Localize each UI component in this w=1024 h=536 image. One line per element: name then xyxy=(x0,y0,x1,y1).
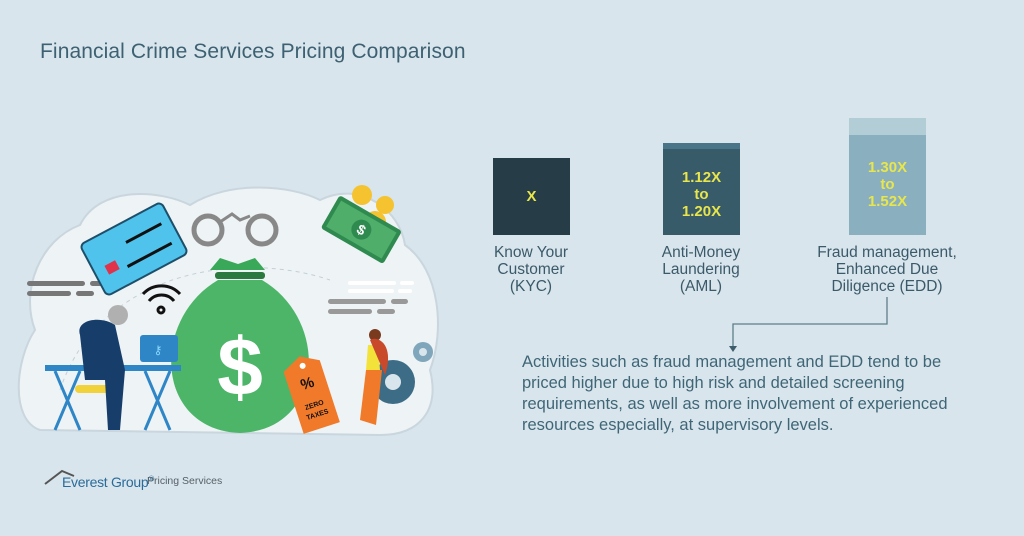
bar-value-label: 1.30X to 1.52X xyxy=(867,159,908,210)
bar-value-label: 1.12X to 1.20X xyxy=(681,169,722,220)
bar-edd: 1.30X to 1.52X xyxy=(849,118,926,235)
stressed-woman-icon xyxy=(360,329,433,425)
svg-text:⚷: ⚷ xyxy=(154,343,163,357)
category-label-kyc: Know Your Customer (KYC) xyxy=(493,244,569,295)
cash-icon: $ xyxy=(321,185,401,263)
wifi-icon xyxy=(141,284,182,315)
bar-value-label: X xyxy=(526,188,537,205)
zero-taxes-tag-icon: % ZERO TAXES xyxy=(283,356,340,434)
service-name: Pricing Services xyxy=(147,475,223,487)
brand-name: Everest Group® xyxy=(62,474,154,490)
category-label-edd: Fraud management, Enhanced Due Diligence… xyxy=(817,244,957,295)
bar-aml: 1.12X to 1.20X xyxy=(663,143,740,235)
bar-kyc: X xyxy=(493,158,570,235)
right-lines-decoration xyxy=(328,281,414,314)
person-at-laptop-icon: ⚷ xyxy=(45,305,181,431)
financial-crime-illustration: $ $ % ZERO TAXES ⚷ xyxy=(17,185,439,437)
everest-group-logo: Everest Group® Pricing Services xyxy=(44,466,284,496)
bar-cap xyxy=(849,118,926,135)
svg-text:$: $ xyxy=(217,322,263,413)
money-bag-icon: $ xyxy=(171,258,309,433)
svg-text:%: % xyxy=(298,374,316,394)
left-lines-decoration xyxy=(27,281,106,296)
explanatory-note: Activities such as fraud management and … xyxy=(522,353,948,434)
category-label-aml: Anti-Money Laundering (AML) xyxy=(661,244,741,295)
handcuffs-icon xyxy=(191,212,279,247)
mountain-icon xyxy=(44,469,75,485)
page-title: Financial Crime Services Pricing Compari… xyxy=(40,40,466,63)
credit-card-icon xyxy=(80,202,188,296)
bar-cap xyxy=(663,143,740,149)
